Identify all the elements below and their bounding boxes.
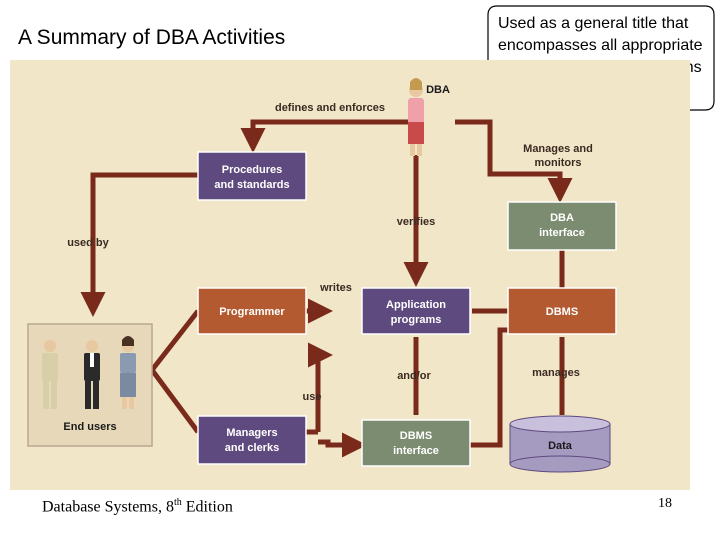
slide-title: A Summary of DBA Activities — [18, 26, 286, 49]
dbms-interface-box: DBMS interface — [361, 419, 471, 467]
app-programs-label-2: programs — [391, 314, 442, 326]
dbms-interface-label-1: DBMS — [400, 430, 432, 442]
dba-interface-box: DBA interface — [507, 201, 617, 251]
dba-interface-label-2: interface — [539, 227, 585, 239]
footer-prefix: Database Systems, 8 — [42, 498, 174, 516]
end-user-figure-1 — [42, 340, 58, 409]
label-manages-monitors-1: Manages and — [523, 143, 593, 155]
label-defines-enforces: defines and enforces — [275, 102, 385, 114]
end-user-figure-3 — [120, 336, 136, 409]
app-programs-label-1: Application — [386, 299, 446, 311]
end-user-figure-2 — [84, 340, 100, 409]
line-end-users-programmer — [150, 309, 200, 372]
managers-label-1: Managers — [226, 427, 277, 439]
arrow-used-by — [80, 172, 198, 317]
footer-suffix: Edition — [181, 498, 233, 516]
page-number: 18 — [658, 496, 672, 511]
dba-interface-label-1: DBA — [550, 212, 574, 224]
data-label: Data — [548, 440, 573, 452]
managers-box: Managers and clerks — [197, 415, 307, 465]
dba-label: DBA — [426, 84, 450, 96]
connectors — [80, 119, 573, 458]
procedures-label-2: and standards — [214, 179, 289, 191]
programmer-box: Programmer — [197, 287, 307, 335]
end-users-box: End users — [27, 323, 153, 447]
dba-figure — [408, 78, 424, 156]
line-dbms-interface-dbms — [468, 327, 508, 448]
arrow-use-dbms-interface — [318, 432, 367, 458]
line-end-users-managers — [149, 368, 201, 434]
end-users-label: End users — [63, 421, 116, 433]
label-manages: manages — [532, 367, 580, 379]
footer-citation: Database Systems, 8th Edition — [42, 497, 233, 516]
procedures-label-1: Procedures — [222, 164, 283, 176]
managers-label-2: and clerks — [225, 442, 279, 454]
dba-activities-diagram: DBA defines and enforces Manages and mon… — [10, 60, 690, 490]
dbms-interface-label-2: interface — [393, 445, 439, 457]
label-manages-monitors-2: monitors — [534, 157, 581, 169]
footer-superscript: th — [173, 497, 182, 508]
programmer-label: Programmer — [219, 306, 285, 318]
dbms-box: DBMS — [507, 287, 617, 335]
label-writes: writes — [319, 282, 352, 294]
data-cylinder: Data — [509, 415, 611, 473]
app-programs-box: Application programs — [361, 287, 471, 335]
label-verifies: verifies — [397, 216, 436, 228]
arrow-defines-enforces — [240, 119, 416, 153]
dbms-label: DBMS — [546, 306, 578, 318]
label-and-or: and/or — [397, 370, 431, 382]
arrow-manages-monitors — [455, 119, 573, 203]
procedures-box: Procedures and standards — [197, 151, 307, 201]
label-use: use — [303, 391, 322, 403]
label-used-by: used by — [67, 237, 109, 249]
